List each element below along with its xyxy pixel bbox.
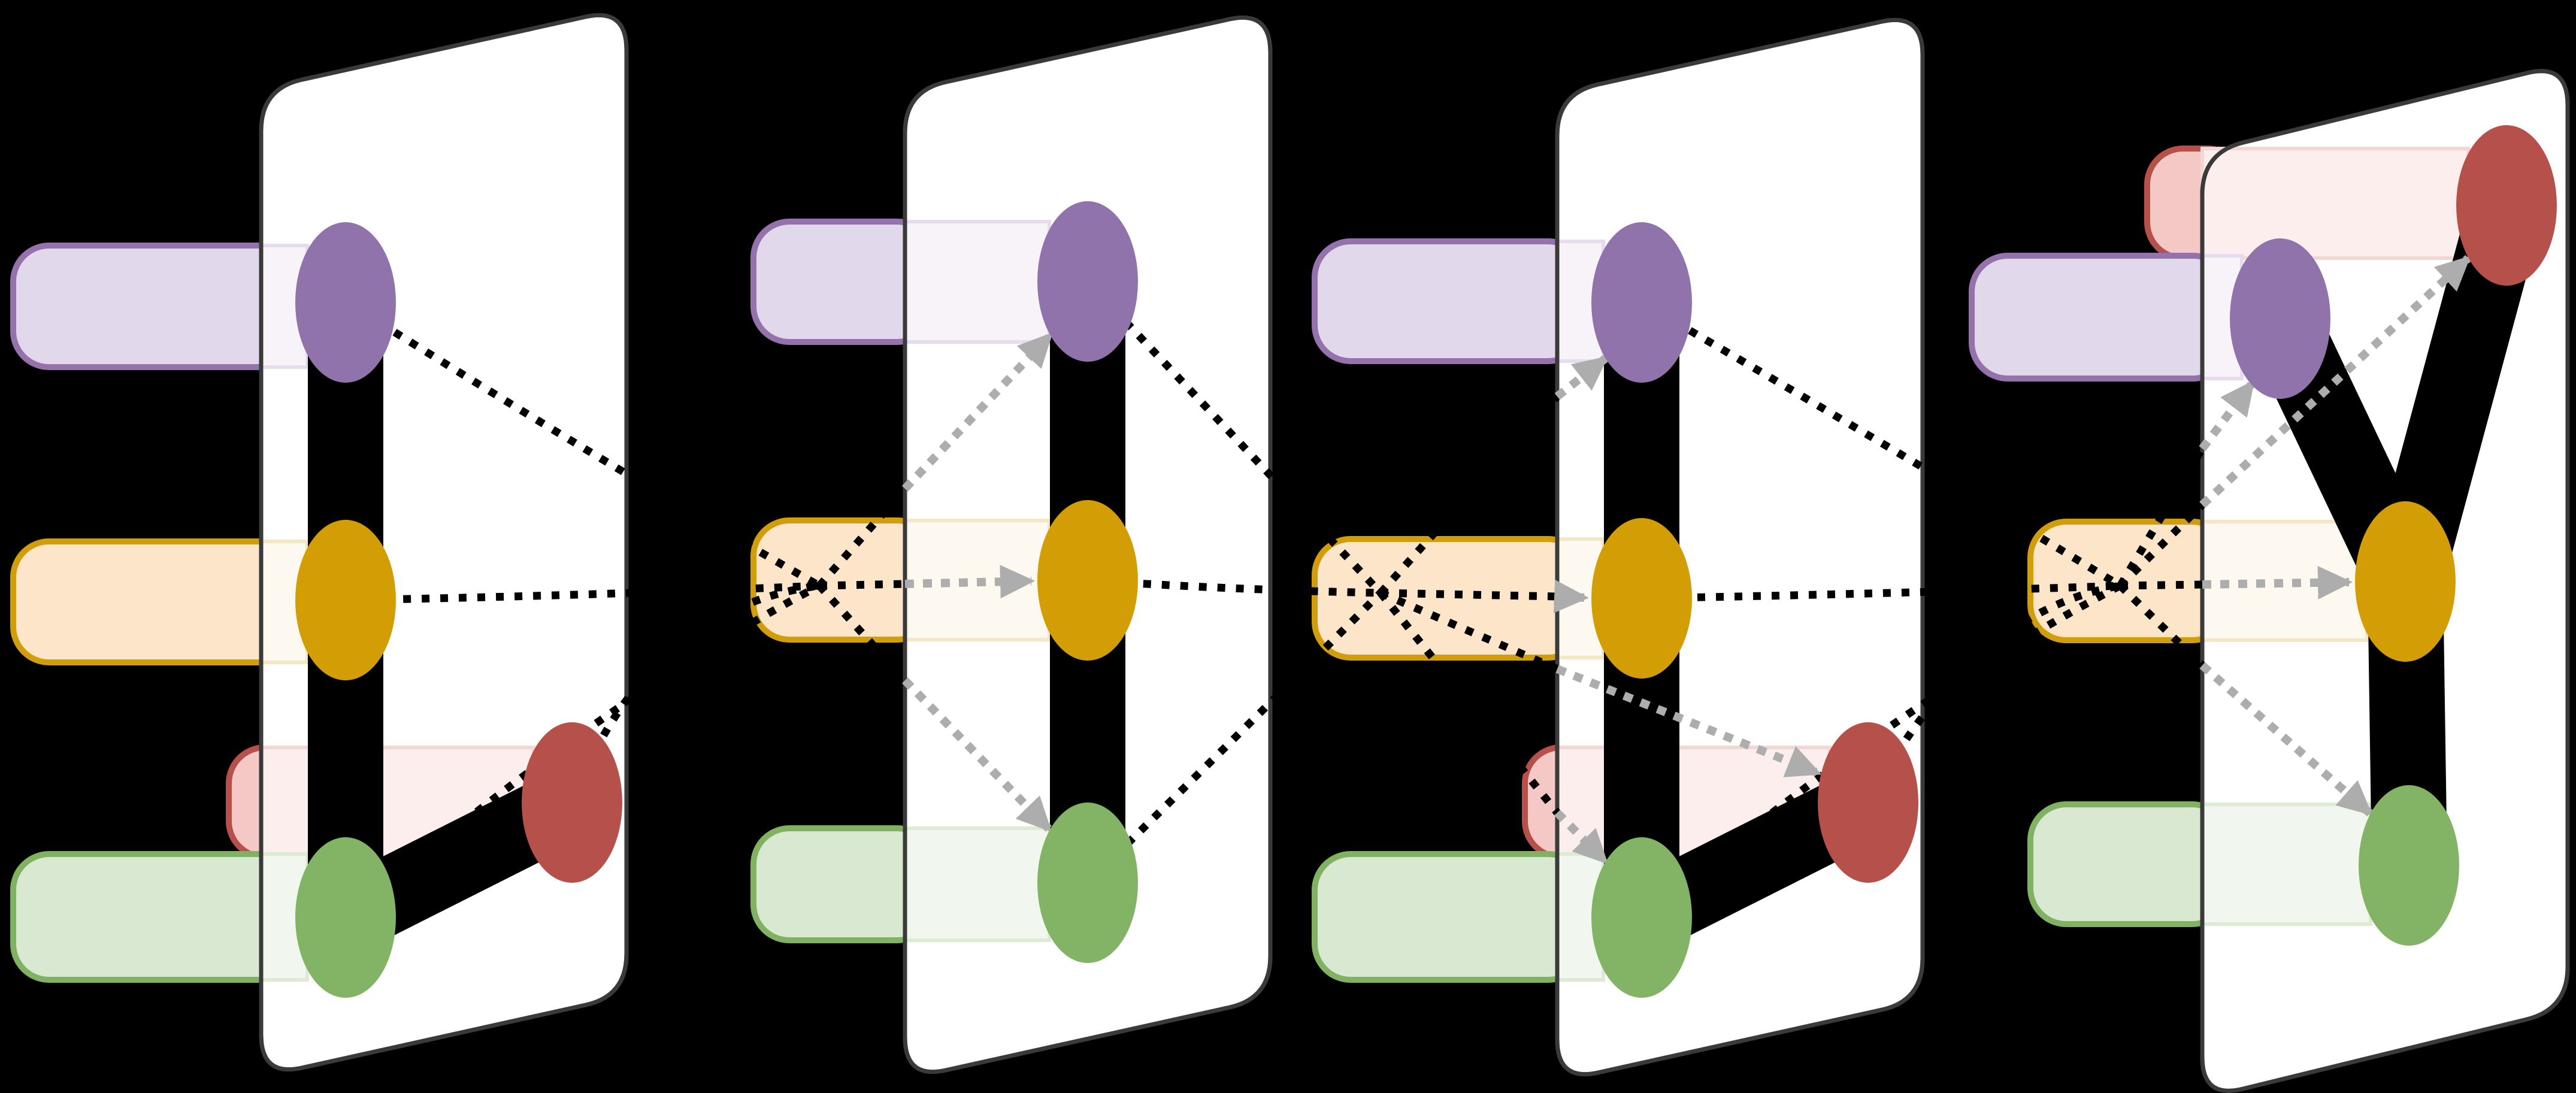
node-red — [2456, 125, 2557, 286]
panel-1-card-outline — [259, 13, 629, 1072]
panel-3-card-outline — [1555, 17, 1925, 1077]
token-pill-orange — [1312, 536, 1587, 661]
node-purple — [1037, 201, 1138, 362]
node-red — [522, 722, 622, 883]
attention-trace-stub — [819, 580, 906, 590]
attention-trace-stub — [1379, 589, 1559, 673]
attention-trace-stub — [2117, 502, 2205, 589]
input-arrow — [1554, 810, 1609, 865]
token-pill-green — [10, 851, 298, 983]
node-purple — [2230, 238, 2330, 399]
panel-4-card-outline — [2200, 69, 2570, 1093]
node-orange — [1591, 518, 1692, 679]
token-pill-purple — [10, 243, 298, 370]
input-arrow — [1555, 665, 1822, 777]
attention-trace — [1085, 590, 1384, 886]
attention-trace — [1085, 278, 1384, 596]
node-orange — [295, 520, 396, 680]
panel-2-card-outline — [903, 15, 1273, 1074]
token-pill-purple — [1969, 253, 2232, 382]
node-green — [295, 837, 396, 998]
token-band-purple — [903, 220, 1051, 344]
node-orange — [1037, 500, 1138, 661]
token-band-red — [2200, 147, 2470, 260]
attention-trace-stub — [1378, 393, 1560, 596]
input-arrow — [2199, 255, 2471, 508]
nodes-layer — [295, 125, 2557, 998]
node-purple — [1591, 222, 1692, 383]
input-arrow — [1553, 579, 1589, 613]
input-arrow — [2202, 565, 2353, 600]
token-band-green — [903, 826, 1051, 942]
input-arrow — [2199, 662, 2373, 817]
attention-trace-stub — [2117, 446, 2206, 588]
token-pill-purple — [1312, 238, 1587, 364]
token-pill-green — [1312, 851, 1587, 983]
node-red — [1818, 722, 1918, 883]
node-green — [1037, 803, 1138, 963]
input-arrow — [2199, 380, 2256, 452]
input-arrow — [904, 565, 1035, 599]
node-orange — [2355, 501, 2456, 662]
attention-trace — [1641, 582, 2121, 602]
node-purple — [295, 222, 396, 383]
attention-trace — [1639, 582, 2122, 921]
attention-trace-stub — [2120, 580, 2203, 590]
attention-traces-layer — [344, 278, 2206, 921]
attention-trace-stub — [2117, 583, 2205, 668]
attention-trace-stub — [816, 486, 908, 589]
token-band-green — [2200, 803, 2372, 926]
attention-trace — [344, 582, 822, 921]
node-green — [1591, 837, 1692, 998]
input-arrows-layer — [901, 255, 2471, 865]
token-pill-green — [2027, 801, 2231, 927]
token-pill-orange — [10, 538, 298, 665]
attention-trace-stub — [816, 583, 908, 683]
card-outlines-layer — [259, 13, 2570, 1093]
node-green — [2359, 785, 2459, 946]
